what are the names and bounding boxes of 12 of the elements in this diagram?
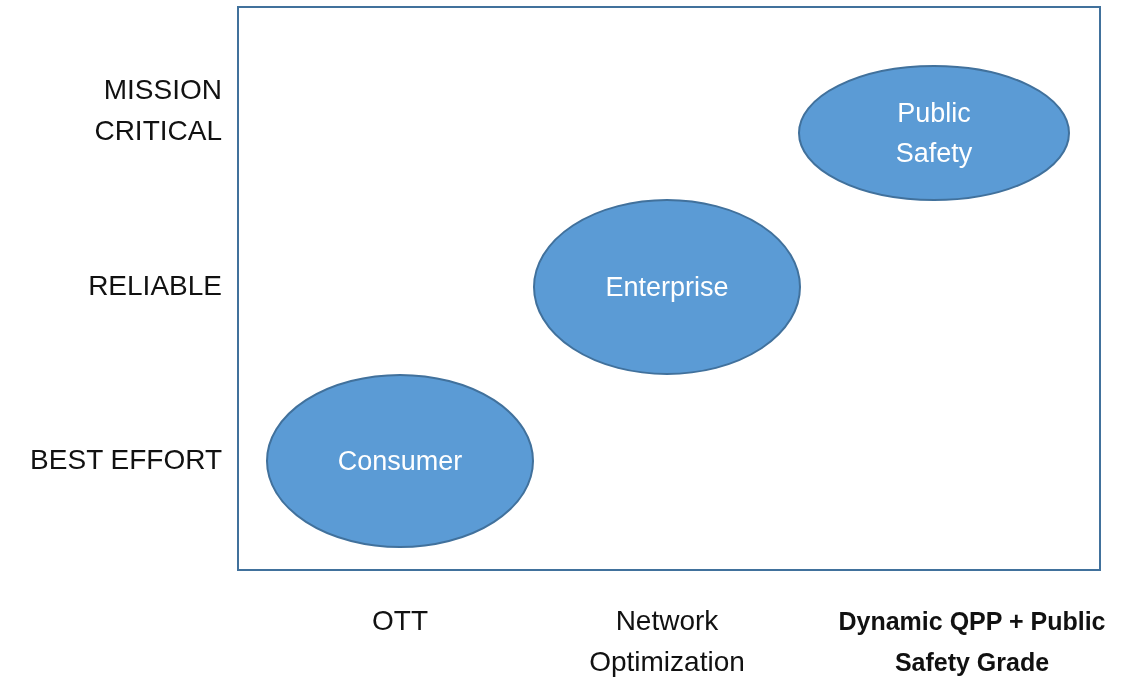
ellipse-node bbox=[266, 374, 534, 548]
axis-category-label: OTT bbox=[371, 604, 429, 638]
node-label: Enterprise bbox=[605, 270, 729, 304]
node-label: Public Safety bbox=[894, 96, 974, 170]
axis-category-label: Dynamic QPP + Public Safety Grade bbox=[837, 606, 1107, 679]
axis-level-label: RELIABLE bbox=[87, 269, 222, 303]
node-label: Consumer bbox=[337, 444, 463, 478]
ellipse-node bbox=[533, 199, 801, 375]
axis-level-label: MISSION CRITICAL bbox=[93, 73, 222, 148]
ellipse-node bbox=[798, 65, 1070, 201]
axis-category-label: Network Optimization bbox=[588, 604, 746, 679]
axis-level-label: BEST EFFORT bbox=[29, 443, 222, 477]
